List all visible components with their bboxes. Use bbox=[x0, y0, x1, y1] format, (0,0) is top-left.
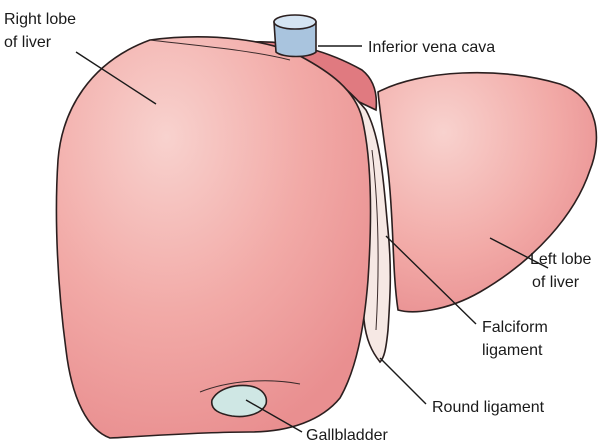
label-falciform-line1: Falciform bbox=[482, 319, 548, 336]
label-round-ligament: Round ligament bbox=[432, 399, 545, 416]
leader-round-ligament bbox=[380, 358, 426, 404]
label-falciform-ligament: Falciform ligament bbox=[482, 319, 552, 359]
label-falciform-line2: ligament bbox=[482, 342, 543, 359]
right-lobe bbox=[56, 37, 370, 438]
label-right-lobe-line2: of liver bbox=[4, 34, 52, 51]
inferior-vena-cava bbox=[274, 15, 316, 57]
label-left-lobe: Left lobe of liver bbox=[530, 251, 596, 291]
label-right-lobe: Right lobe of liver bbox=[4, 11, 81, 51]
label-left-lobe-line2: of liver bbox=[532, 274, 580, 291]
label-inferior-vena-cava: Inferior vena cava bbox=[368, 39, 495, 56]
label-left-lobe-line1: Left lobe bbox=[530, 251, 591, 268]
label-right-lobe-line1: Right lobe bbox=[4, 11, 76, 28]
label-gallbladder: Gallbladder bbox=[306, 427, 389, 443]
